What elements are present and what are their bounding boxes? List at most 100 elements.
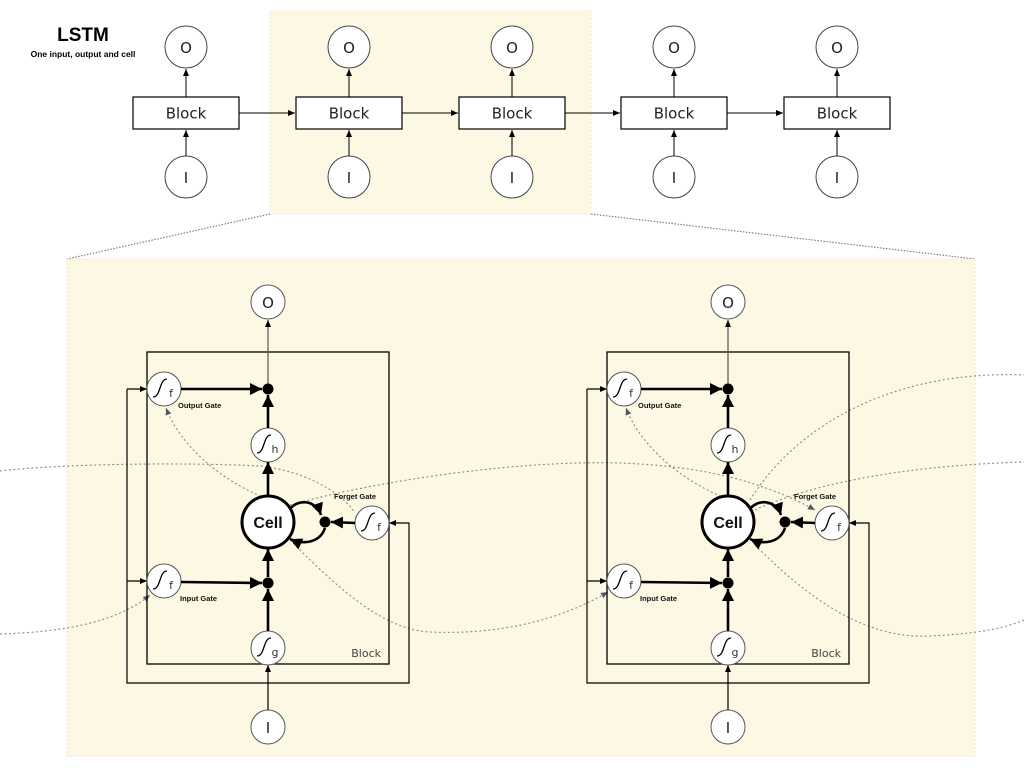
forget-gate-arrow (790, 516, 816, 529)
gate-circle (146, 371, 182, 407)
forget-multiply-node (779, 516, 791, 528)
block-box (783, 96, 891, 130)
diagram-title: LSTM (57, 25, 109, 46)
cell-self-loop-in (289, 527, 327, 550)
sigmoid-curve-icon (820, 512, 836, 532)
activation-function-label: f (377, 521, 382, 534)
block-label: Block (811, 647, 841, 660)
gate-circle (354, 505, 390, 541)
input-gate-arrow (640, 576, 723, 589)
input-squash-g: g (250, 630, 286, 666)
activation-function-label: g (732, 646, 739, 659)
input-label: I (266, 719, 270, 737)
peephole-connection (0, 463, 356, 514)
gate-circle (814, 505, 850, 541)
output-gate: f (146, 371, 182, 407)
peephole-connections (0, 374, 1024, 637)
block-label: Block (329, 105, 370, 123)
input-gate-label: Input Gate (180, 594, 217, 603)
output-label: O (343, 39, 355, 57)
gate-circle (250, 427, 286, 463)
peephole-connection (289, 539, 609, 633)
output-gate: f (606, 371, 642, 407)
sigmoid-curve-icon (152, 570, 168, 590)
input-label: I (184, 169, 188, 187)
zoom-connector-left (66, 213, 271, 260)
input-gate: f (146, 563, 182, 599)
output-squash-h: h (710, 427, 746, 463)
input-label: I (510, 169, 514, 187)
output-node (652, 25, 696, 69)
input-label: I (347, 169, 351, 187)
activation-function-label: f (837, 521, 842, 534)
gate-circle (710, 630, 746, 666)
recurrent-input-line (126, 389, 410, 684)
output-gate-label: Output Gate (178, 401, 221, 410)
zoom-connector-right (590, 213, 976, 260)
input-squash-g: g (710, 630, 746, 666)
recurrent-input-line (586, 389, 870, 684)
sigmoid-curve-icon (716, 637, 732, 657)
forget-gate-arrow (330, 516, 356, 529)
input-multiply-node (262, 577, 274, 589)
block-label: Block (654, 105, 695, 123)
output-gate-label: Output Gate (638, 401, 681, 410)
output-label: O (180, 39, 192, 57)
gate-circle (146, 563, 182, 599)
output-label: O (668, 39, 680, 57)
cell-self-loop-out (747, 501, 783, 516)
forget-gate: f (814, 505, 850, 541)
cell-self-loop-out (287, 501, 323, 516)
cell-label: Cell (253, 515, 282, 532)
input-label: I (835, 169, 839, 187)
sigmoid-curve-icon (612, 570, 628, 590)
forget-multiply-node (319, 516, 331, 528)
gate-circle (606, 563, 642, 599)
input-label: I (726, 719, 730, 737)
activation-function-label: f (169, 387, 174, 400)
output-node (490, 25, 534, 69)
peephole-connection (754, 461, 1024, 511)
input-gate-label: Input Gate (640, 594, 677, 603)
cell-node (700, 494, 756, 550)
detail-highlight-region (66, 258, 976, 757)
output-node (250, 284, 286, 320)
output-multiply-node (262, 383, 274, 395)
input-label: I (672, 169, 676, 187)
output-multiply-node (722, 383, 734, 395)
activation-function-label: f (629, 387, 634, 400)
activation-function-label: h (272, 443, 279, 456)
block-box (458, 96, 566, 130)
gate-circle (710, 427, 746, 463)
input-gate-arrow (180, 576, 263, 589)
activation-function-label: f (169, 579, 174, 592)
cell-label: Cell (713, 515, 742, 532)
input-gate: f (606, 563, 642, 599)
peephole-connection (289, 462, 816, 511)
sigmoid-curve-icon (612, 378, 628, 398)
output-node (710, 284, 746, 320)
sigmoid-curve-icon (360, 512, 376, 532)
gate-circle (250, 630, 286, 666)
gate-circle (606, 371, 642, 407)
output-node (164, 25, 208, 69)
forget-gate: f (354, 505, 390, 541)
sigmoid-curve-icon (716, 434, 732, 454)
sigmoid-curve-icon (256, 637, 272, 657)
output-label: O (722, 294, 734, 312)
peephole-connection (754, 544, 1024, 637)
chain-block-4: Block O I (620, 25, 728, 199)
output-squash-h: h (250, 427, 286, 463)
sigmoid-curve-icon (256, 434, 272, 454)
block-label: Block (351, 647, 381, 660)
output-label: O (831, 39, 843, 57)
output-label: O (262, 294, 274, 312)
peephole-connection (0, 594, 151, 635)
forget-gate-label: Forget Gate (794, 492, 836, 501)
